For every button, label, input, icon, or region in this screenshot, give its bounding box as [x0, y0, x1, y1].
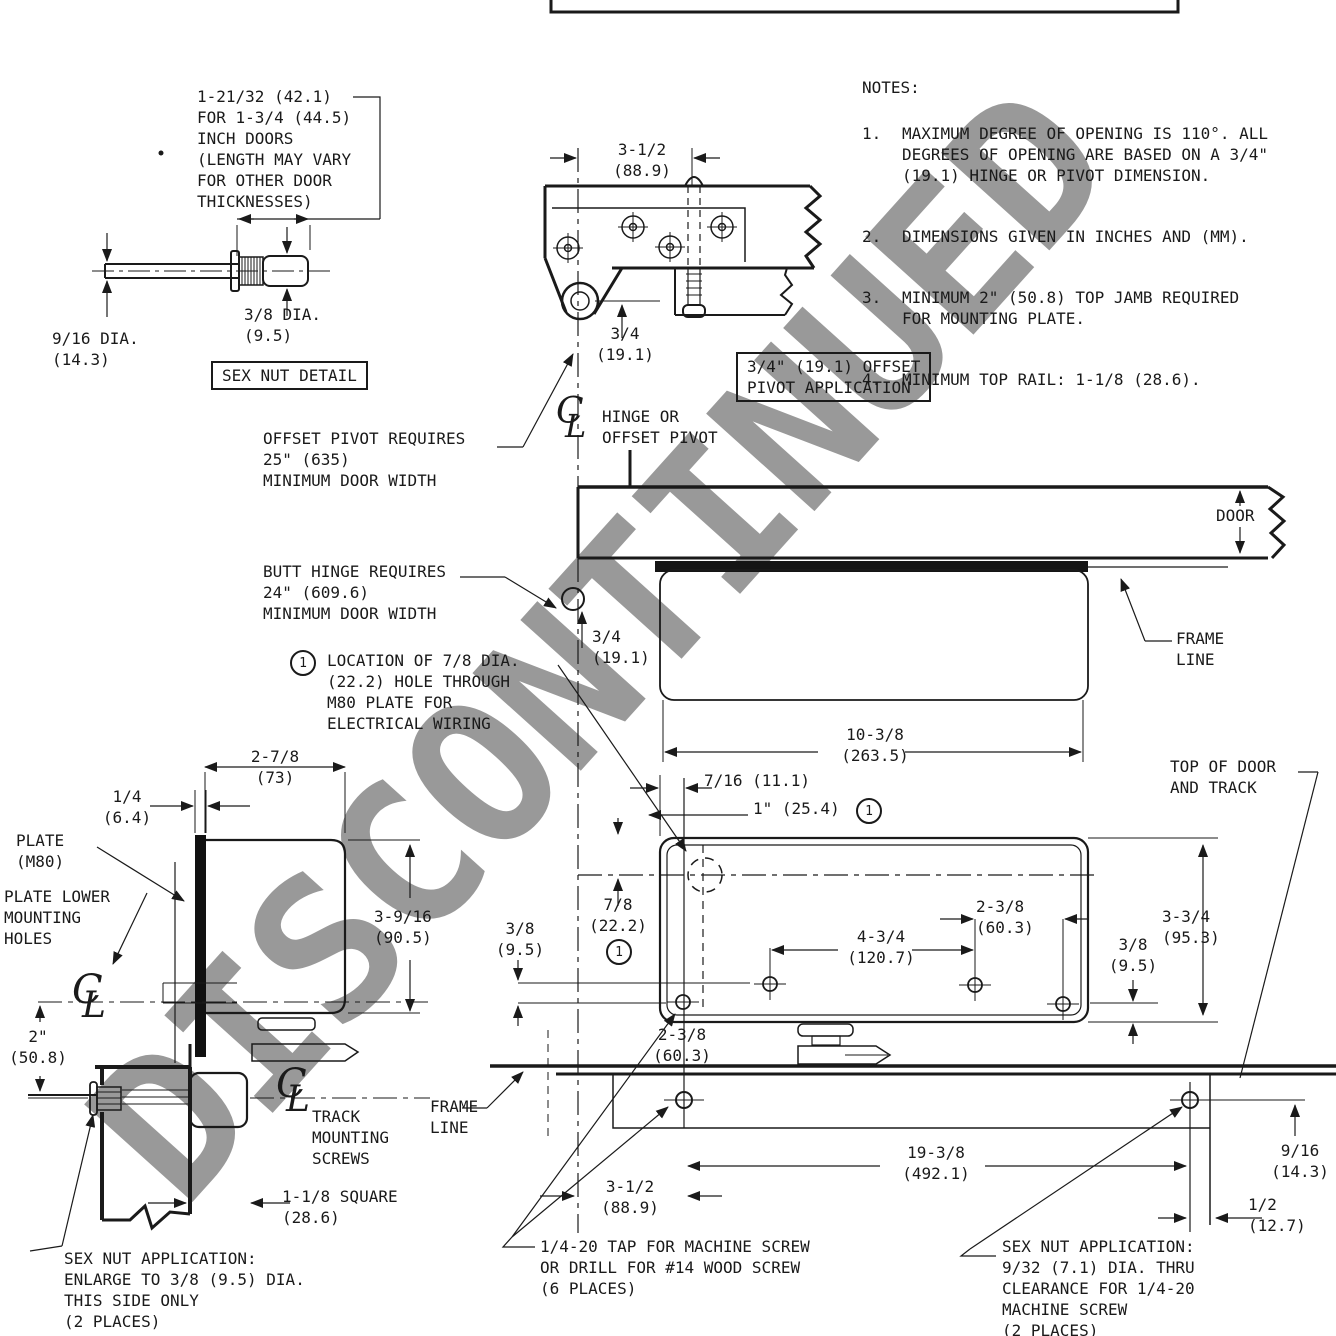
- dim-10-3-8: 10-3/8 (263.5): [841, 725, 909, 765]
- dim-3-1-2-bottom: 3-1/2 (88.9): [601, 1177, 659, 1217]
- callout-1-badge: 1: [606, 939, 632, 965]
- dim-2-3-8-right: 2-3/8 (60.3): [976, 897, 1034, 937]
- dim-2-7-8: 2-7/8 (73): [250, 747, 300, 787]
- dim-3-9-16: 3-9/16 (90.5): [374, 907, 432, 947]
- centerline-icon: C L: [556, 391, 587, 446]
- notes-block: NOTES: 1.MAXIMUM DEGREE OF OPENING IS 11…: [862, 56, 1332, 430]
- door-label: DOOR: [1216, 506, 1255, 525]
- track-mounting-screws-label: TRACK MOUNTING SCREWS: [312, 1107, 390, 1168]
- callout-1-badge: 1: [290, 650, 316, 676]
- dim-3-4-top: 3/4 (19.1): [596, 324, 654, 364]
- dim-2-3-8-bottom: 2-3/8 (60.3): [653, 1025, 711, 1065]
- top-of-door-label: TOP OF DOOR AND TRACK: [1170, 757, 1276, 797]
- centerline-icon: C L: [276, 1061, 310, 1120]
- dim-3-3-4: 3-3/4 (95.3): [1162, 907, 1220, 947]
- note-item: 2.DIMENSIONS GIVEN IN INCHES AND (MM).: [862, 227, 1249, 246]
- offset-pivot-application-title: 3/4" (19.1) OFFSET PIVOT APPLICATION: [736, 352, 932, 402]
- dim-1-inch: 1" (25.4): [753, 799, 840, 818]
- dim-4-3-4: 4-3/4 (120.7): [847, 927, 915, 967]
- offset-pivot-requires-note: OFFSET PIVOT REQUIRES 25" (635) MINIMUM …: [263, 429, 466, 490]
- sex-nut-detail-title: SEX NUT DETAIL: [211, 361, 368, 390]
- dim-1-4: 1/4 (6.4): [102, 787, 152, 827]
- callout-1-badge: 1: [856, 798, 882, 824]
- dim-7-16: 7/16 (11.1): [704, 771, 810, 790]
- frame-line-label-left: FRAME LINE: [430, 1097, 479, 1137]
- dim-3-8-left: 3/8 (9.5): [495, 919, 545, 959]
- plate-lower-mounting-holes-label: PLATE LOWER MOUNTING HOLES: [4, 887, 110, 948]
- note-item: 1.MAXIMUM DEGREE OF OPENING IS 110°. ALL…: [862, 124, 1269, 185]
- electrical-hole-note: LOCATION OF 7/8 DIA. (22.2) HOLE THROUGH…: [327, 651, 520, 733]
- dim-1-2-bottom: 1/2 (12.7): [1248, 1195, 1306, 1235]
- tap-machine-screw-note: 1/4-20 TAP FOR MACHINE SCREW OR DRILL FO…: [540, 1237, 810, 1298]
- note-item: 3.MINIMUM 2" (50.8) TOP JAMB REQUIRED FO…: [862, 288, 1240, 328]
- dim-7-8: 7/8 (22.2): [589, 895, 647, 935]
- dim-3-8-right: 3/8 (9.5): [1108, 935, 1158, 975]
- notes-title: NOTES:: [862, 78, 920, 97]
- dim-9-16-dia: 9/16 DIA. (14.3): [52, 329, 139, 369]
- hinge-or-offset-pivot-label: HINGE OR OFFSET PIVOT: [602, 407, 718, 447]
- shank-length-note: 1-21/32 (42.1) FOR 1-3/4 (44.5) INCH DOO…: [197, 87, 352, 211]
- sex-nut-application-left-note: SEX NUT APPLICATION: ENLARGE TO 3/8 (9.5…: [64, 1249, 305, 1331]
- dim-9-16-bottom: 9/16 (14.3): [1271, 1141, 1329, 1181]
- plate-m80-label: PLATE (M80): [16, 831, 65, 871]
- frame-line-label-right: FRAME LINE: [1176, 629, 1225, 669]
- dim-1-1-8-square: 1-1/8 SQUARE (28.6): [282, 1187, 398, 1227]
- dim-19-3-8: 19-3/8 (492.1): [902, 1143, 970, 1183]
- centerline-icon: C L: [72, 967, 106, 1026]
- sex-nut-application-right-note: SEX NUT APPLICATION: 9/32 (7.1) DIA. THR…: [1002, 1237, 1195, 1336]
- dim-2-inch: 2" (50.8): [9, 1027, 67, 1067]
- dim-3-1-2-top: 3-1/2 (88.9): [613, 140, 671, 180]
- note-item: 4.MINIMUM TOP RAIL: 1-1/8 (28.6).: [862, 370, 1201, 389]
- dim-3-8-dia: 3/8 DIA. (9.5): [244, 305, 322, 345]
- butt-hinge-requires-note: BUTT HINGE REQUIRES 24" (609.6) MINIMUM …: [263, 562, 447, 623]
- dim-3-4-mid: 3/4 (19.1): [592, 627, 650, 667]
